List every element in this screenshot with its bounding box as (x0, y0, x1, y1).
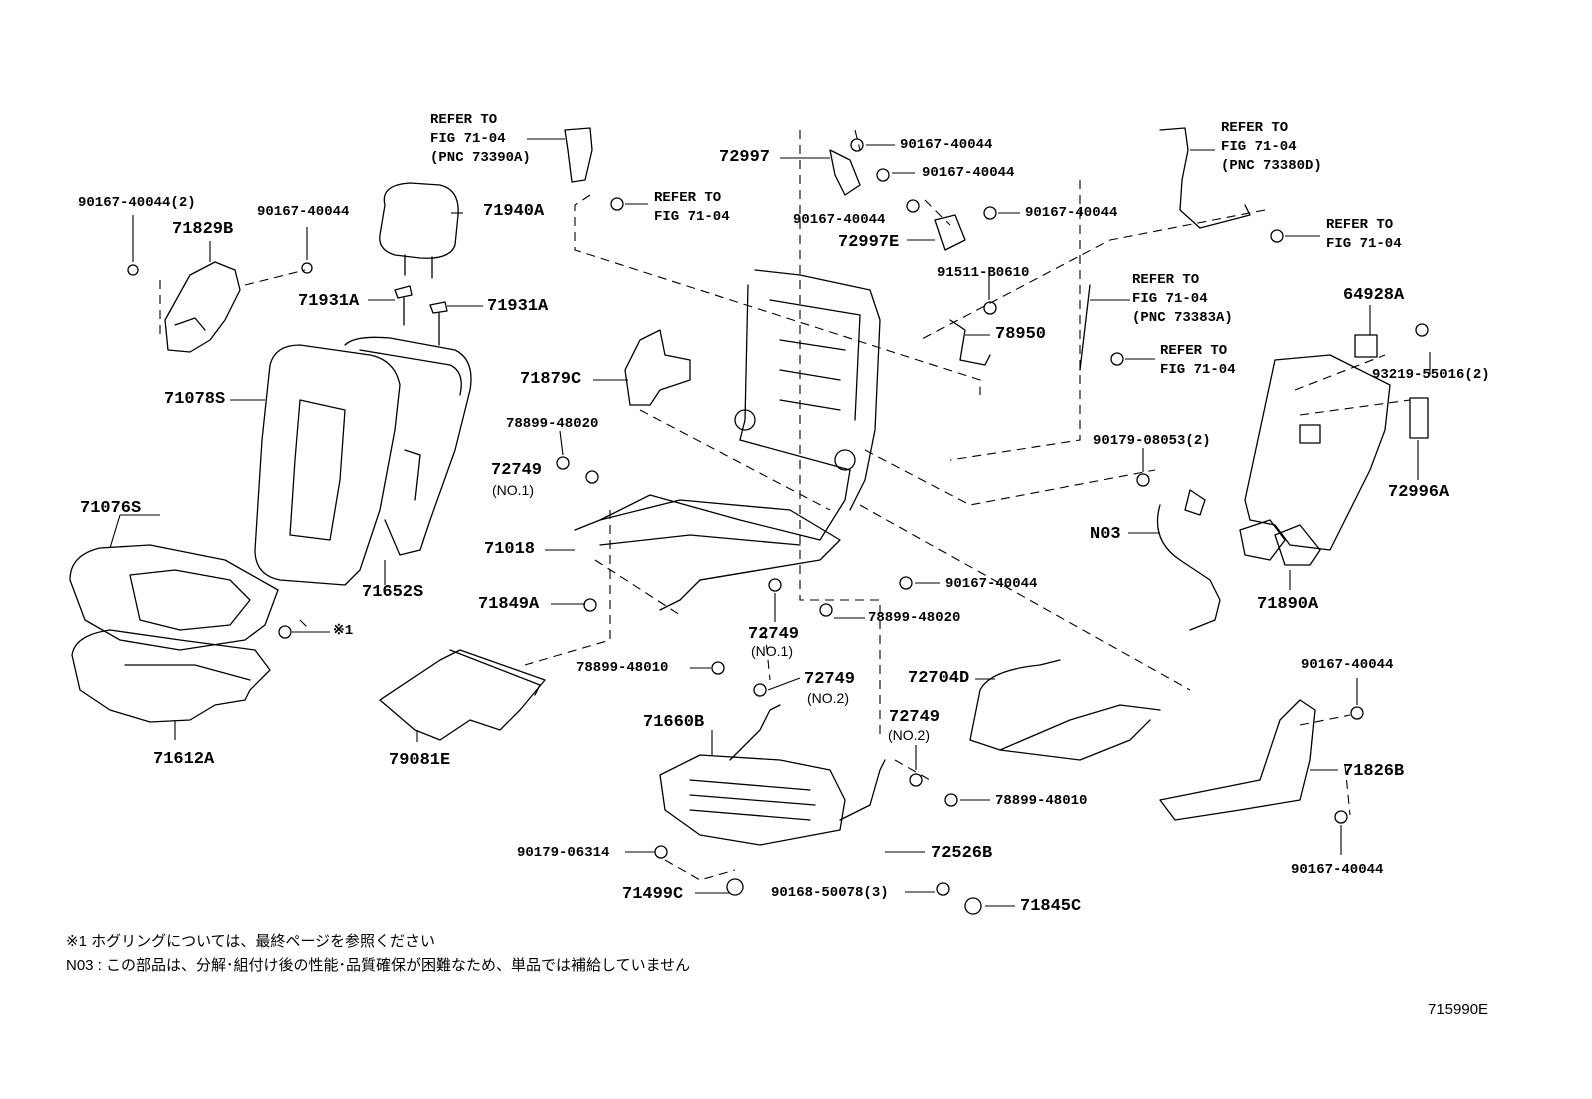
part-label-90179-08053-2: 90179-08053(2) (1093, 433, 1211, 449)
part-label-72996a: 72996A (1388, 483, 1450, 502)
part-label-71931a-left: 71931A (298, 292, 360, 311)
part-note-72749-d: (NO.2) (888, 727, 930, 743)
part-label-93219-55016-2: 93219-55016(2) (1372, 367, 1490, 383)
buckle-drawing (564, 127, 1251, 366)
sheet-79081e-drawing (379, 649, 546, 741)
seat-cushion-drawing (69, 544, 292, 723)
part-label-90167-40044-h: 90167-40044 (1291, 862, 1384, 878)
refer-to-fig-71-04-pnc-73390a: REFER TO FIG 71-04 (PNC 73390A) (430, 112, 531, 166)
part-label-90167-40044-2: 90167-40044(2) (78, 195, 196, 211)
part-label-72749-b: 72749 (748, 625, 800, 644)
side-cover-drawing (1159, 699, 1316, 821)
leader-lines (109, 138, 1431, 907)
part-label-71078s: 71078S (164, 390, 226, 409)
part-label-71931a-right: 71931A (487, 297, 549, 316)
part-label-90179-06314: 90179-06314 (517, 845, 610, 861)
part-label-72749-d: 72749 (889, 708, 941, 727)
part-label-72997e: 72997E (838, 233, 900, 252)
part-label-64928a: 64928A (1343, 286, 1405, 305)
refer-to-fig-71-04-mid-left: REFER TO FIG 71-04 (654, 190, 730, 225)
panel-71879c-drawing (624, 329, 691, 406)
part-label-71612a: 71612A (153, 750, 215, 769)
back-board-drawing (1239, 334, 1429, 566)
bracket-71829b-drawing (127, 261, 313, 353)
part-label-71499c: 71499C (622, 885, 684, 904)
part-label-71018: 71018 (484, 540, 536, 559)
part-label-90168-50078-3: 90168-50078(3) (771, 885, 889, 901)
refer-to-fig-71-04-pnc-73383a: REFER TO FIG 71-04 (PNC 73383A) (1132, 272, 1233, 326)
part-label-90167-40044-b: 90167-40044 (900, 137, 993, 153)
part-label-71879c: 71879C (520, 370, 582, 389)
part-label-90167-40044-a: 90167-40044 (257, 204, 350, 220)
refer-to-fig-71-04-pnc-73380d: REFER TO FIG 71-04 (PNC 73380D) (1221, 120, 1322, 174)
part-label-71652s: 71652S (362, 583, 424, 602)
part-note-72749-b: (NO.1) (751, 643, 793, 659)
figure-id: 715990E (1428, 1001, 1489, 1018)
part-label-78899-48010-b: 78899-48010 (995, 793, 1088, 809)
part-label-78950: 78950 (995, 325, 1047, 344)
footnote-n03: N03 : この部品は、分解･組付け後の性能･品質確保が困難なため、単品では補給… (66, 957, 691, 974)
footnote-hog-ring: ※1 ホグリングについては、最終ページを参照ください (66, 933, 436, 950)
refer-to-fig-71-04-right: REFER TO FIG 71-04 (1326, 217, 1402, 252)
part-label-91511-b0610: 91511-B0610 (937, 265, 1030, 281)
part-label-71849a: 71849A (478, 595, 540, 614)
part-label-72704d: 72704D (908, 669, 970, 688)
part-label-mark-1: ※1 (333, 623, 354, 639)
part-label-72997: 72997 (719, 148, 771, 167)
part-label-90167-40044-e: 90167-40044 (1025, 205, 1118, 221)
part-label-90167-40044-d: 90167-40044 (793, 212, 886, 228)
part-label-90167-40044-c: 90167-40044 (922, 165, 1015, 181)
part-label-78899-48020-b: 78899-48020 (868, 610, 961, 626)
part-label-78899-48020-a: 78899-48020 (506, 416, 599, 432)
headrest-drawing (379, 182, 459, 346)
fastener-drawing (556, 138, 1429, 915)
part-label-72749-c: 72749 (804, 670, 856, 689)
seatback-cover-drawing (254, 336, 472, 586)
dashed-guide-lines (159, 129, 1411, 881)
part-label-71826b: 71826B (1343, 762, 1405, 781)
part-label-79081e: 79081E (389, 751, 451, 770)
part-label-71076s: 71076S (80, 499, 142, 518)
part-label-71940a: 71940A (483, 202, 545, 221)
seat-frame-drawing (574, 269, 881, 611)
part-label-71829b: 71829B (172, 220, 234, 239)
part-label-90167-40044-g: 90167-40044 (1301, 657, 1394, 673)
part-label-71845c: 71845C (1020, 897, 1082, 916)
seat-pan-drawing (659, 704, 886, 846)
part-label-71660b: 71660B (643, 713, 705, 732)
part-note-72749-c: (NO.2) (807, 690, 849, 706)
cable-drawing (969, 284, 1221, 761)
part-label-90167-40044-f: 90167-40044 (945, 576, 1038, 592)
part-label-71890a: 71890A (1257, 595, 1319, 614)
part-label-72749-a: 72749 (491, 461, 543, 480)
part-label-78899-48010-a: 78899-48010 (576, 660, 669, 676)
part-note-72749-a: (NO.1) (492, 482, 534, 498)
refer-to-fig-71-04-center: REFER TO FIG 71-04 (1160, 343, 1236, 378)
part-label-n03: N03 (1090, 525, 1121, 544)
part-label-72526b: 72526B (931, 844, 993, 863)
